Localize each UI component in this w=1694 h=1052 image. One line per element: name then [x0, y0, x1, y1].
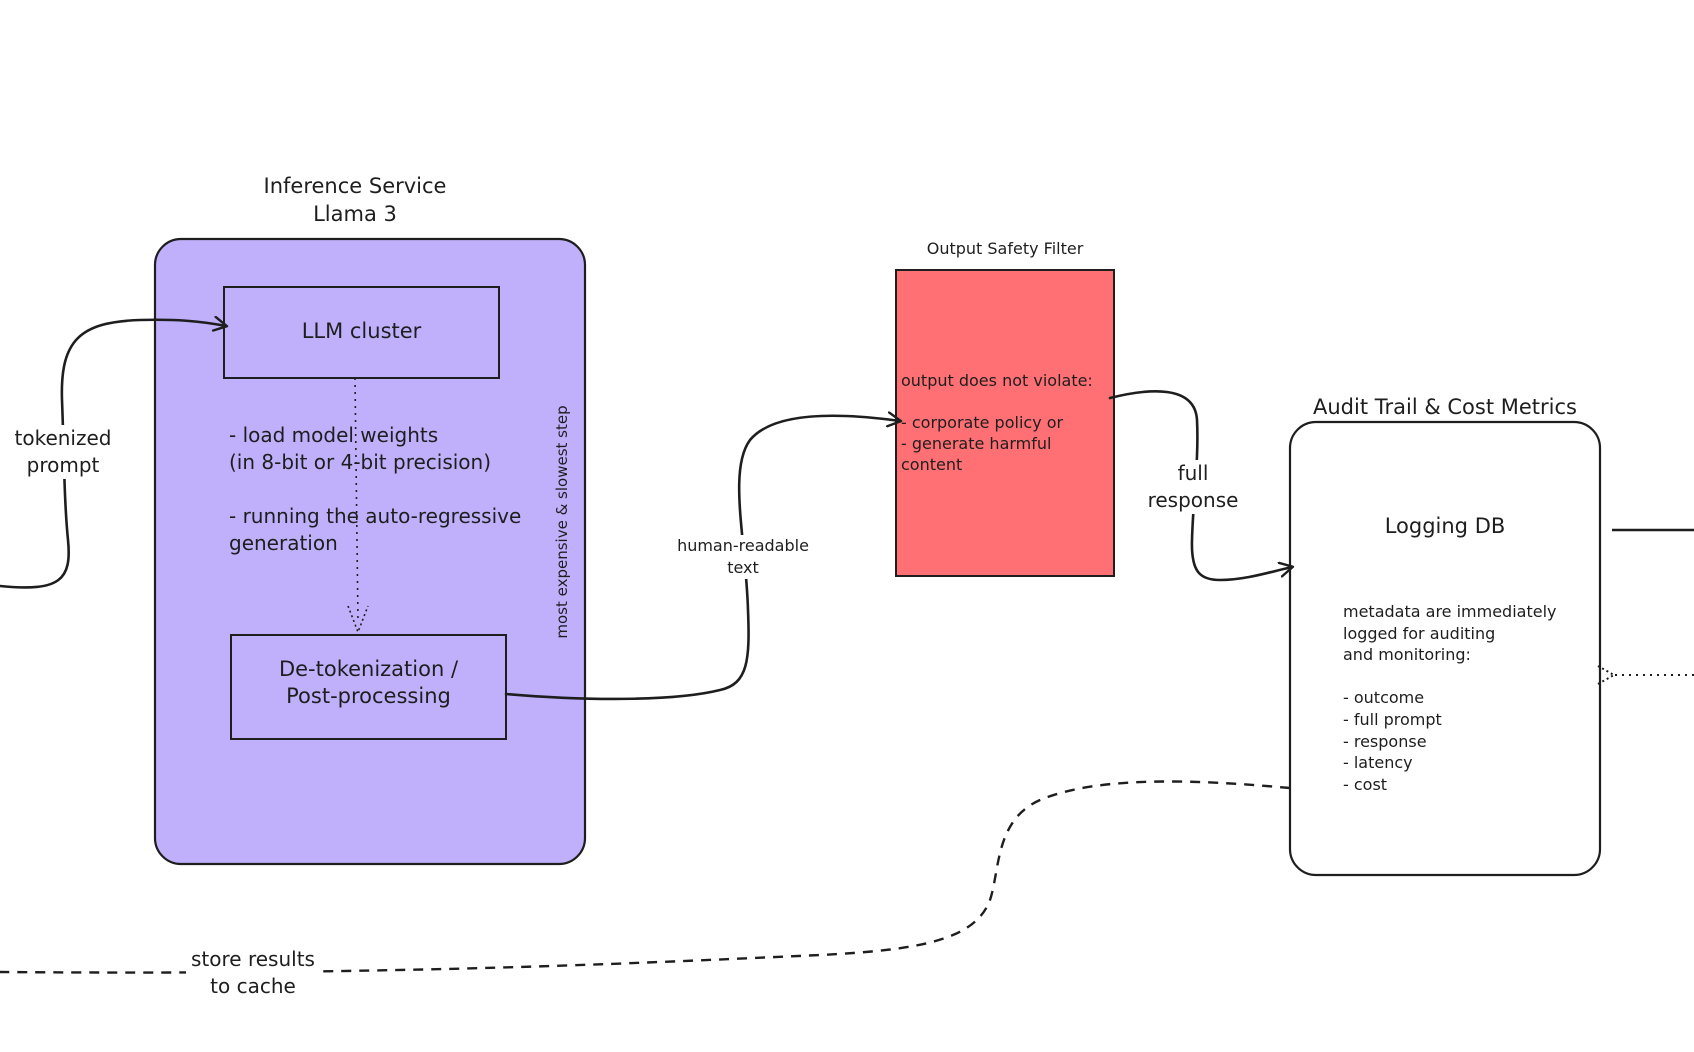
logging-db-container[interactable] — [1288, 420, 1602, 877]
llm-to-detok-dotted-arrow — [354, 377, 359, 623]
output-safety-filter-box[interactable] — [895, 269, 1115, 577]
llm-to-detok-arrowhead — [347, 605, 369, 635]
llm-cluster-box[interactable] — [223, 286, 500, 379]
logging-db-metadata-text: metadata are immediately logged for audi… — [1343, 602, 1557, 794]
output-safety-filter-body: output does not violate: - corporate pol… — [901, 371, 1093, 474]
store-results-label: store results to cache — [186, 946, 320, 1000]
full-response-arrow — [1108, 390, 1292, 582]
audit-trail-title: Audit Trail & Cost Metrics — [1313, 395, 1577, 419]
detokenization-box[interactable] — [230, 634, 507, 740]
inference-service-container[interactable] — [153, 237, 587, 866]
store-results-dashed-path — [0, 780, 1291, 974]
human-readable-text-arrow — [504, 416, 900, 701]
human-readable-text-label: human-readable text — [668, 535, 818, 579]
output-safety-filter-title: Output Safety Filter — [926, 239, 1084, 258]
most-expensive-vertical-note: most expensive & slowest step — [553, 405, 571, 639]
llm-cluster-label: LLM cluster — [301, 319, 422, 343]
logging-db-label: Logging DB — [1384, 514, 1506, 538]
inference-steps-text: - load model weights (in 8-bit or 4-bit … — [229, 423, 522, 555]
detokenization-label: De-tokenization / Post-processing — [278, 657, 459, 708]
tokenized-prompt-arrow — [0, 320, 226, 589]
tokenized-prompt-label: tokenized prompt — [6, 425, 120, 479]
full-response-label: full response — [1143, 460, 1243, 514]
inference-service-title: Inference Service Llama 3 — [263, 174, 447, 227]
